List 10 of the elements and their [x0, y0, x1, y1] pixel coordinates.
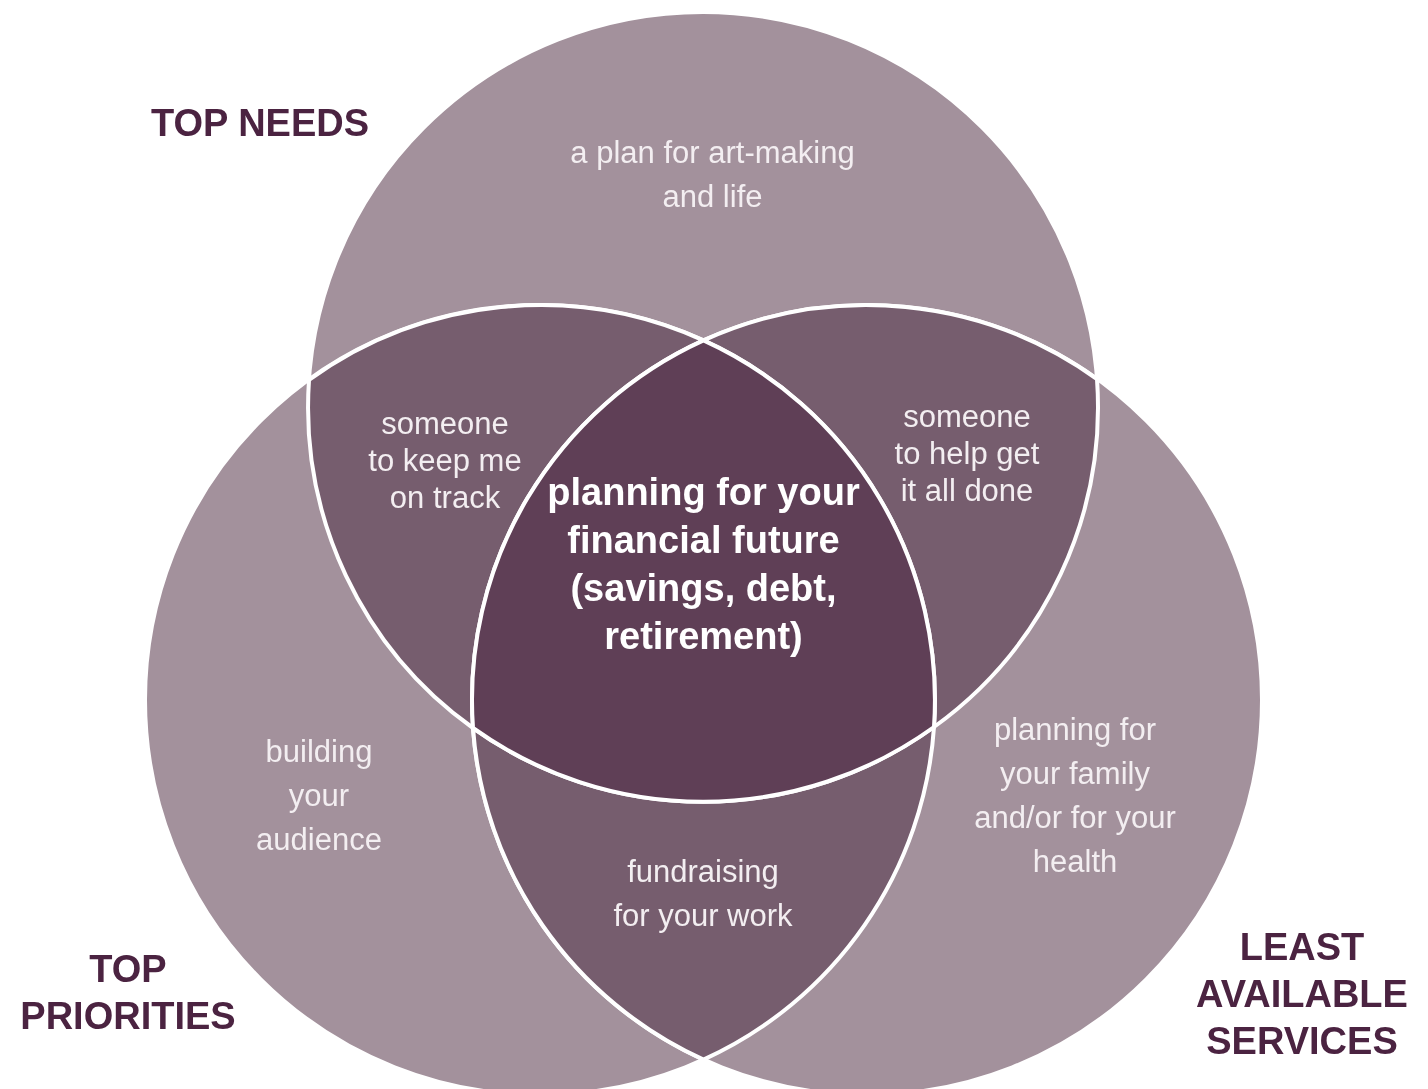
circle-heading: LEAST AVAILABLE SERVICES: [1195, 925, 1409, 1064]
circle-heading: TOP NEEDS: [149, 101, 371, 146]
circle-heading: TOP PRIORITIES: [19, 947, 237, 1039]
region-text: building your audience: [255, 733, 383, 859]
region-text: a plan for art-making and life: [569, 134, 856, 216]
region-text: fundraising for your work: [612, 853, 794, 935]
region-text: someone to help get it all done: [893, 398, 1041, 509]
region-text: planning for your financial future (savings, debt, retirement): [546, 470, 861, 659]
region-text: planning for your family and/or for your health: [973, 711, 1177, 881]
region-text: someone to keep me on track: [368, 405, 522, 516]
